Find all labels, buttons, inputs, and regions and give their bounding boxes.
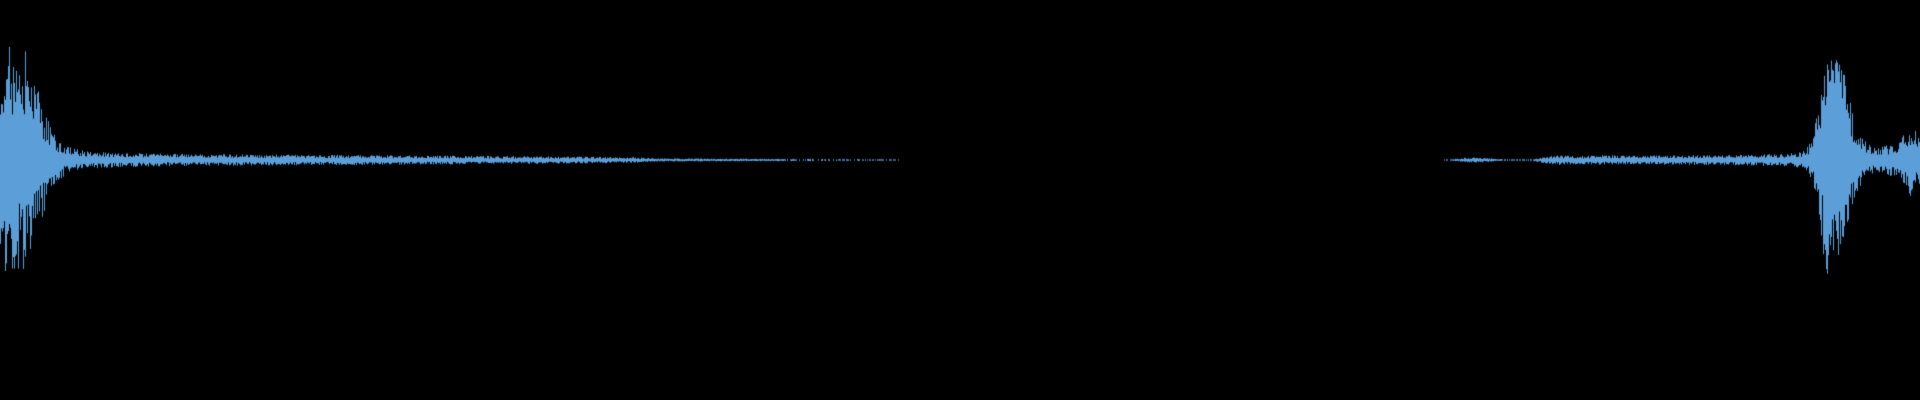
- audio-waveform-canvas: [0, 0, 1920, 400]
- waveform-panel: [0, 0, 1920, 400]
